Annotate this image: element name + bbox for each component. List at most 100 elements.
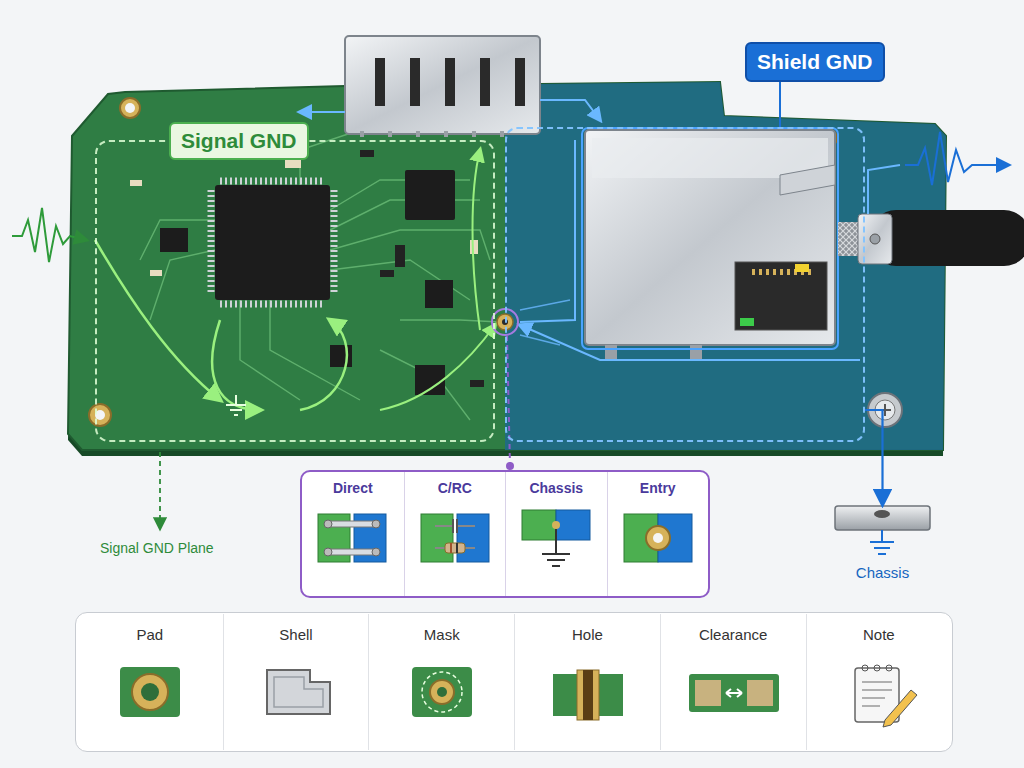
- leader-lines-part: [506, 462, 514, 470]
- symbol-icon-part: [435, 525, 452, 527]
- option-label: C/RC: [405, 480, 506, 496]
- symbol-icon-part: [835, 506, 930, 530]
- ground-connector: [865, 410, 883, 504]
- symbol-icon-part: [874, 510, 890, 518]
- components-part: [130, 180, 142, 186]
- components-part: [470, 380, 484, 387]
- symbol-icon: [830, 498, 935, 560]
- chassis-bar: Chassis: [830, 498, 935, 588]
- leader-lines: [160, 82, 780, 528]
- symbol-icon-part: [372, 548, 380, 556]
- zone-label: Shield GND: [745, 42, 885, 82]
- option-cell: Chassis: [505, 472, 607, 596]
- shield-gnd-zone: Shield GND: [505, 42, 865, 442]
- symbol-icon-part: [326, 549, 378, 555]
- rj45-jack-part: [605, 345, 617, 359]
- chassis-screw-part: [875, 400, 895, 420]
- components-part: [415, 365, 445, 395]
- symbol-icon-part: [862, 665, 868, 671]
- plane-label: Signal GND Plane: [100, 540, 214, 556]
- legend-cell: Note: [806, 614, 952, 750]
- shielded-cable-part: [870, 210, 1024, 266]
- symbol-icon: [397, 662, 487, 732]
- legend-cell: Mask: [368, 614, 514, 750]
- components-part: [360, 150, 374, 157]
- flow-arrows: [95, 100, 900, 415]
- noise-waveforms: [12, 132, 1008, 262]
- legend-cell: Pad: [77, 614, 223, 750]
- legend-cell: Shell: [223, 614, 369, 750]
- symbol-icon-part: [886, 665, 892, 671]
- symbol-icon-part: [274, 677, 323, 707]
- shielded-cable-part: [870, 234, 880, 244]
- flow-arrows-part: [380, 325, 495, 410]
- rj45-jack-part: [585, 130, 835, 345]
- flow-arrows-part: [473, 150, 481, 330]
- rj45-jack-part: [690, 345, 702, 359]
- top-connector-part: [480, 58, 490, 106]
- symbol-icon-part: [862, 682, 892, 706]
- option-label: Entry: [608, 480, 709, 496]
- traces-part: [150, 250, 215, 320]
- leader-lines-part: [779, 82, 781, 127]
- traces-part: [300, 130, 360, 185]
- components-part: [215, 185, 330, 300]
- mounting-holes-part: [120, 98, 140, 118]
- zone-label: Signal GND: [169, 122, 309, 160]
- item-label: Pad: [77, 626, 223, 643]
- rj45-jack-part: [740, 318, 754, 326]
- top-connector-part: [410, 58, 420, 106]
- option-label: Chassis: [506, 480, 607, 496]
- flow-arrows-part: [95, 240, 220, 400]
- components-part: [150, 270, 162, 276]
- symbol-icon-part: [120, 667, 180, 717]
- symbol-icon-part: [646, 526, 670, 550]
- components-part: [220, 301, 325, 308]
- top-connector-part: [515, 58, 525, 106]
- board-body-part: [68, 82, 946, 450]
- leader-lines-part: [507, 336, 510, 466]
- traces-part: [400, 320, 500, 322]
- symbol-icon-part: [556, 510, 590, 540]
- flow-arrows-part: [540, 100, 600, 120]
- symbol-icon-part: [653, 533, 663, 543]
- shielded-cable: [838, 210, 1024, 266]
- symbol-icon-part: [552, 521, 560, 529]
- chassis-screw-part: [868, 393, 902, 427]
- item-label: Note: [807, 626, 952, 643]
- signal-gnd-zone: Signal GND: [95, 140, 495, 442]
- traces-part: [330, 230, 490, 260]
- symbol-icon-part: [870, 541, 894, 543]
- symbol-icon: [516, 504, 596, 574]
- symbol-icon-part: [437, 687, 447, 697]
- symbol-icon-part: [412, 667, 472, 717]
- noise-waveforms-part: [12, 208, 86, 262]
- symbol-icon-part: [324, 520, 332, 528]
- symbol-icon-part: [577, 670, 599, 720]
- mounting-holes: [89, 98, 837, 426]
- components-part: [470, 240, 478, 254]
- symbol-icon-part: [874, 547, 890, 549]
- components-part: [208, 190, 215, 295]
- flow-arrows-part: [300, 320, 347, 410]
- symbol-icon: [689, 662, 779, 732]
- symbol-icon: [252, 662, 342, 732]
- traces-part: [380, 350, 470, 420]
- option-label: Direct: [302, 480, 404, 496]
- part-label: Chassis: [830, 564, 935, 581]
- noise-waveforms-part: [905, 132, 1008, 185]
- top-connector-part: [375, 58, 385, 106]
- option-cell: Direct: [302, 472, 404, 596]
- symbol-icon-part: [372, 520, 380, 528]
- traces-part: [140, 220, 215, 260]
- symbol-icon-part: [874, 665, 880, 671]
- symbol-icon-part: [689, 674, 779, 712]
- symbol-icon: [105, 662, 195, 732]
- mounting-holes-part: [125, 103, 135, 113]
- components-part: [425, 280, 453, 308]
- item-label: Shell: [224, 626, 369, 643]
- symbol-icon-part: [456, 519, 458, 533]
- board-body-part: [505, 82, 946, 450]
- chassis-screw: [868, 393, 902, 427]
